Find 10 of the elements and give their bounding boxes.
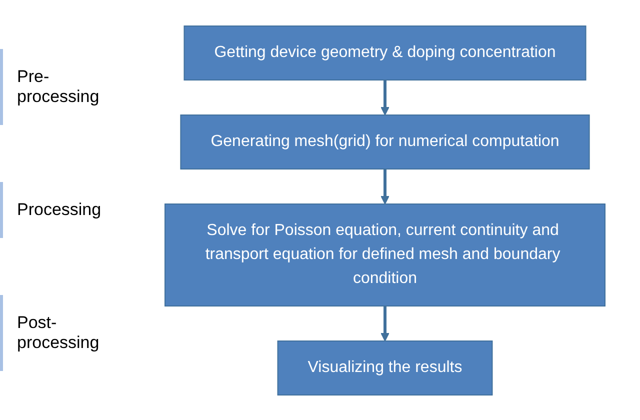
node-box: Generating mesh(grid) for numerical computation xyxy=(180,114,590,169)
arrow xyxy=(380,80,390,115)
node-box: Visualizing the results xyxy=(277,340,493,395)
stage-label: Processing xyxy=(0,182,130,238)
arrow xyxy=(380,168,390,204)
stage-label: Post- processing xyxy=(0,295,130,372)
stage-label: Pre- processing xyxy=(0,48,130,125)
node-box: Getting device geometry & doping concentration xyxy=(184,25,586,80)
node-box: Solve for Poisson equation, current continuity and transport equation for defined mesh and boundary condition xyxy=(164,203,606,306)
arrow xyxy=(380,306,390,341)
